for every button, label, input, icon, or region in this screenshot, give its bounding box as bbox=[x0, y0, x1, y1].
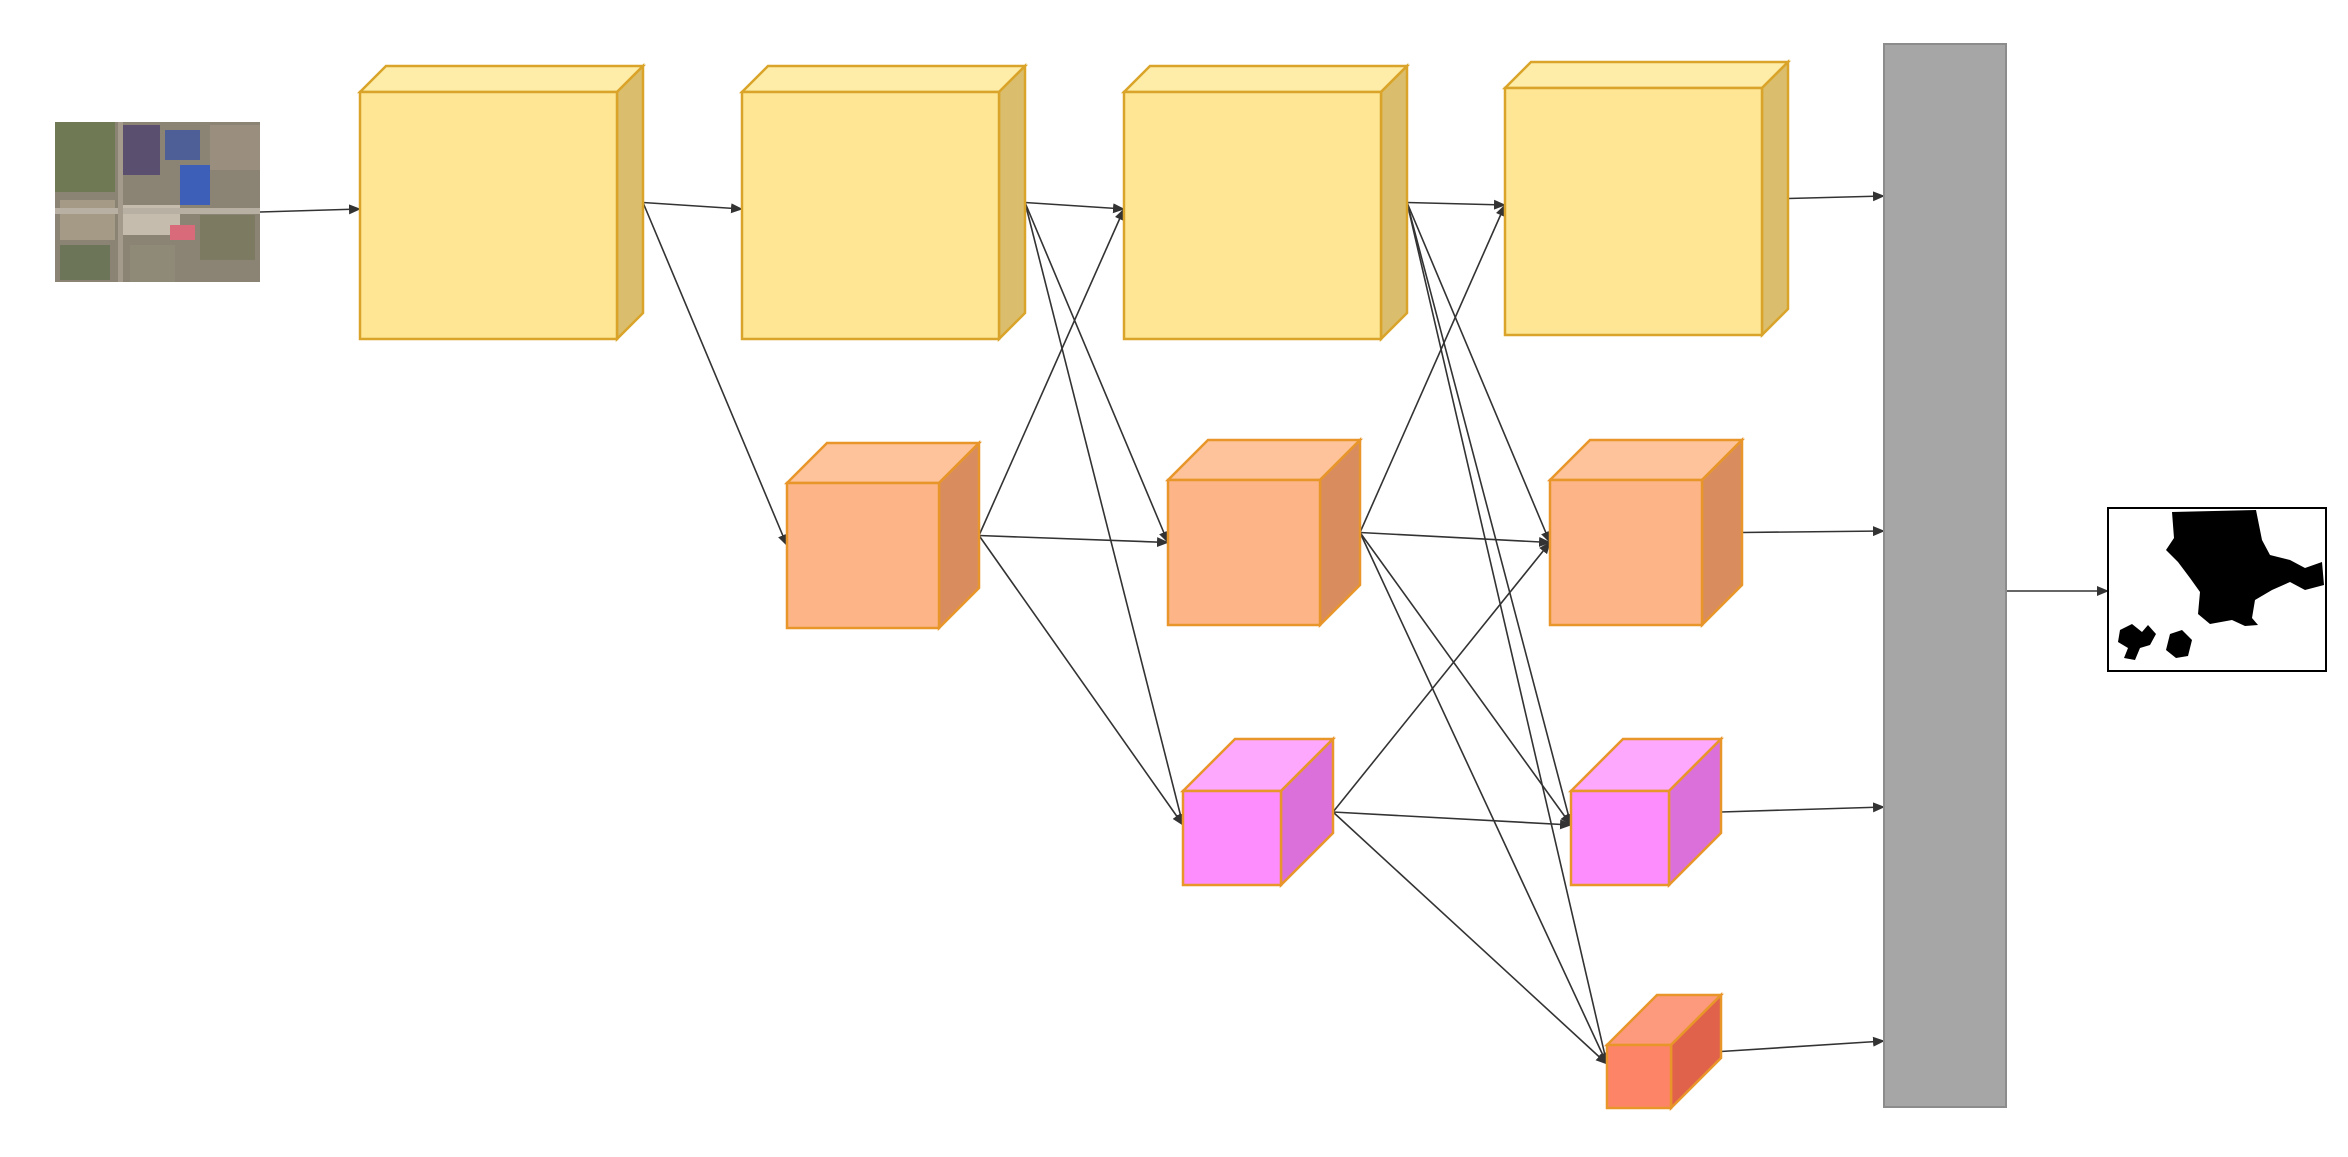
arrow-s1-b2-to-s2-b3 bbox=[1024, 202, 1169, 544]
block-front-face bbox=[1166, 478, 1322, 627]
arrow-s2-b3-to-s3-b4 bbox=[1359, 532, 1572, 826]
block-side-face bbox=[997, 62, 1027, 343]
block-front-face bbox=[1605, 1043, 1673, 1110]
block-front-face bbox=[1181, 789, 1283, 887]
feature-block-s2-b4 bbox=[1546, 436, 1746, 629]
arrow-s1-b3-to-s2-b4 bbox=[1406, 202, 1551, 544]
arrow-s3-b3-to-s3-b4 bbox=[1332, 811, 1572, 830]
arrow-s2-b3-to-s1-b4 bbox=[1359, 204, 1506, 533]
arrow-input-image-to-s1-b1 bbox=[259, 204, 361, 215]
feature-block-s1-b2 bbox=[738, 62, 1029, 343]
arrow-s1-b1-to-s2-b2 bbox=[642, 202, 788, 547]
arrow-s1-b3-to-s1-b4 bbox=[1406, 199, 1506, 210]
arrow-s1-b2-to-s3-b3 bbox=[1024, 202, 1186, 826]
arrow-s2-b3-to-s4-b4 bbox=[1359, 532, 1608, 1065]
arrow-s2-b2-to-s2-b3 bbox=[978, 534, 1169, 548]
output-segmentation-mask bbox=[2107, 507, 2327, 672]
feature-block-s1-b4 bbox=[1501, 58, 1792, 339]
connection-arrows bbox=[259, 191, 2109, 1065]
block-side-face bbox=[615, 62, 645, 343]
block-top-face bbox=[1120, 64, 1411, 94]
fusion-bar bbox=[1883, 43, 2007, 1108]
arrow-s3-b4-to-fusion-bar bbox=[1720, 802, 1885, 813]
arrow-s1-b4-to-fusion-bar bbox=[1787, 191, 1885, 202]
block-front-face bbox=[1122, 90, 1383, 341]
feature-block-s2-b3 bbox=[1164, 436, 1364, 629]
block-front-face bbox=[1548, 478, 1704, 627]
input-satellite-image bbox=[55, 122, 260, 282]
feature-block-s1-b1 bbox=[356, 62, 647, 343]
feature-block-s4-b4 bbox=[1603, 991, 1725, 1112]
block-top-face bbox=[356, 64, 647, 94]
block-side-face bbox=[1760, 58, 1790, 339]
arrow-s2-b4-to-fusion-bar bbox=[1741, 526, 1885, 537]
arrow-s4-b4-to-fusion-bar bbox=[1720, 1036, 1885, 1053]
arrow-s1-b1-to-s1-b2 bbox=[642, 201, 743, 214]
arrow-s2-b2-to-s1-b3 bbox=[978, 208, 1125, 536]
block-front-face bbox=[1503, 86, 1764, 337]
arrow-s2-b2-to-s3-b3 bbox=[978, 535, 1184, 826]
block-top-face bbox=[738, 64, 1029, 94]
arrow-s1-b3-to-s3-b4 bbox=[1406, 202, 1574, 826]
arrow-s2-b3-to-s2-b4 bbox=[1359, 531, 1551, 547]
block-front-face bbox=[785, 481, 941, 630]
block-side-face bbox=[1379, 62, 1409, 343]
block-front-face bbox=[358, 90, 619, 341]
arrow-s3-b3-to-s4-b4 bbox=[1332, 811, 1608, 1065]
block-top-face bbox=[1501, 60, 1792, 90]
feature-block-s3-b4 bbox=[1567, 735, 1725, 889]
arrow-s3-b3-to-s2-b4 bbox=[1332, 541, 1551, 813]
feature-block-s1-b3 bbox=[1120, 62, 1411, 343]
block-front-face bbox=[1569, 789, 1671, 887]
arrow-s1-b2-to-s1-b3 bbox=[1024, 201, 1125, 214]
feature-block-s3-b3 bbox=[1179, 735, 1337, 889]
feature-blocks bbox=[356, 58, 1792, 1112]
feature-block-s2-b2 bbox=[783, 439, 983, 632]
block-front-face bbox=[740, 90, 1001, 341]
arrow-s1-b3-to-s4-b4 bbox=[1406, 202, 1610, 1065]
